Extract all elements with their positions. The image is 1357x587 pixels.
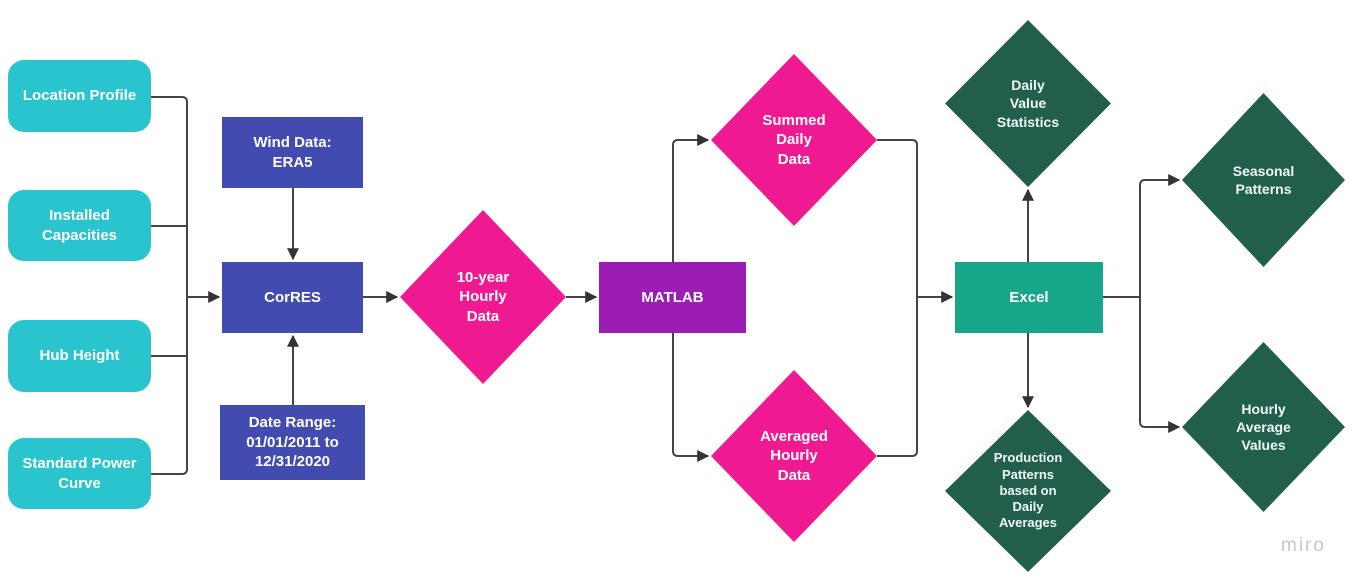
node-hub-height: Hub Height (8, 320, 151, 392)
node-standard-power-curve: Standard Power Curve (8, 438, 151, 509)
node-label: Hub Height (39, 347, 120, 365)
node-label: Production Patterns based on Daily Avera… (993, 450, 1063, 531)
connector-inputs-bracket (151, 96, 188, 475)
node-label: CorRES (264, 288, 321, 306)
node-label: Standard Power Curve (22, 455, 137, 492)
node-matlab: MATLAB (599, 262, 746, 333)
node-label: Seasonal Patterns (1232, 162, 1295, 197)
connector-excel-to-seasonal (1139, 174, 1181, 297)
node-location-profile: Location Profile (8, 60, 151, 132)
node-label: 10-year Hourly Data (456, 268, 510, 325)
node-wind-data-era5: Wind Data: ERA5 (222, 117, 363, 188)
node-label: Location Profile (22, 87, 137, 105)
connector-excel-to-hourlyavg (1139, 297, 1181, 433)
connector-merge-bracket (877, 139, 918, 457)
node-label: Installed Capacities (41, 207, 118, 244)
node-label: MATLAB (641, 288, 704, 306)
node-label: Summed Daily Data (762, 111, 826, 168)
node-label: Excel (1009, 288, 1049, 306)
node-label: Hourly Average Values (1236, 400, 1291, 454)
node-corres: CorRES (222, 262, 363, 333)
connector-matlab-to-summed (672, 134, 710, 262)
node-label: Daily Value Statistics (996, 77, 1060, 130)
node-date-range: Date Range: 01/01/2011 to 12/31/2020 (220, 405, 365, 480)
node-label: Averaged Hourly Data (760, 427, 828, 484)
miro-watermark: miro (1281, 535, 1326, 556)
connector-matlab-to-averaged (672, 333, 710, 462)
node-label: Date Range: 01/01/2011 to 12/31/2020 (246, 414, 339, 471)
node-installed-capacities: Installed Capacities (8, 190, 151, 261)
node-label: Wind Data: ERA5 (253, 134, 332, 171)
node-excel: Excel (955, 262, 1103, 333)
